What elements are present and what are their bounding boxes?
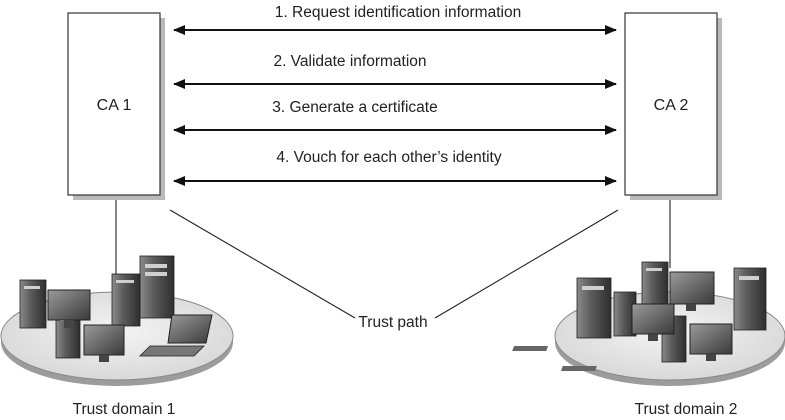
ca-1-label: CA 1 bbox=[97, 97, 132, 114]
monitor-icon bbox=[47, 289, 91, 328]
step-3-label: 3. Generate a certificate bbox=[272, 99, 437, 116]
step-1-label: 1. Request identification information bbox=[275, 4, 521, 21]
trust-path-label: Trust path bbox=[358, 314, 427, 331]
monitor-icon bbox=[669, 271, 715, 311]
trust-path-line-left bbox=[169, 209, 356, 319]
monitor-icon bbox=[83, 324, 125, 362]
trust-domain-2 bbox=[512, 261, 785, 386]
step-4-label: 4. Vouch for each other’s identity bbox=[276, 149, 501, 166]
server-tower-icon bbox=[733, 267, 767, 331]
computer-tower-icon bbox=[576, 277, 612, 339]
monitor-icon bbox=[512, 303, 675, 351]
computer-tower-icon bbox=[111, 273, 141, 327]
server-tower-icon bbox=[139, 255, 175, 319]
laptop-icon bbox=[139, 314, 213, 357]
trust-domain-1-label: Trust domain 1 bbox=[73, 401, 176, 418]
trust-domain-1 bbox=[0, 255, 234, 386]
trust-path-line-right bbox=[434, 209, 619, 319]
ca-2-label: CA 2 bbox=[654, 97, 689, 114]
ca-1-box: CA 1 bbox=[67, 12, 165, 200]
monitor-icon bbox=[560, 323, 733, 371]
ca-2-box: CA 2 bbox=[624, 12, 722, 200]
trust-domain-2-label: Trust domain 2 bbox=[635, 401, 738, 418]
step-2-label: 2. Validate information bbox=[273, 53, 426, 70]
computer-tower-icon bbox=[19, 279, 47, 329]
